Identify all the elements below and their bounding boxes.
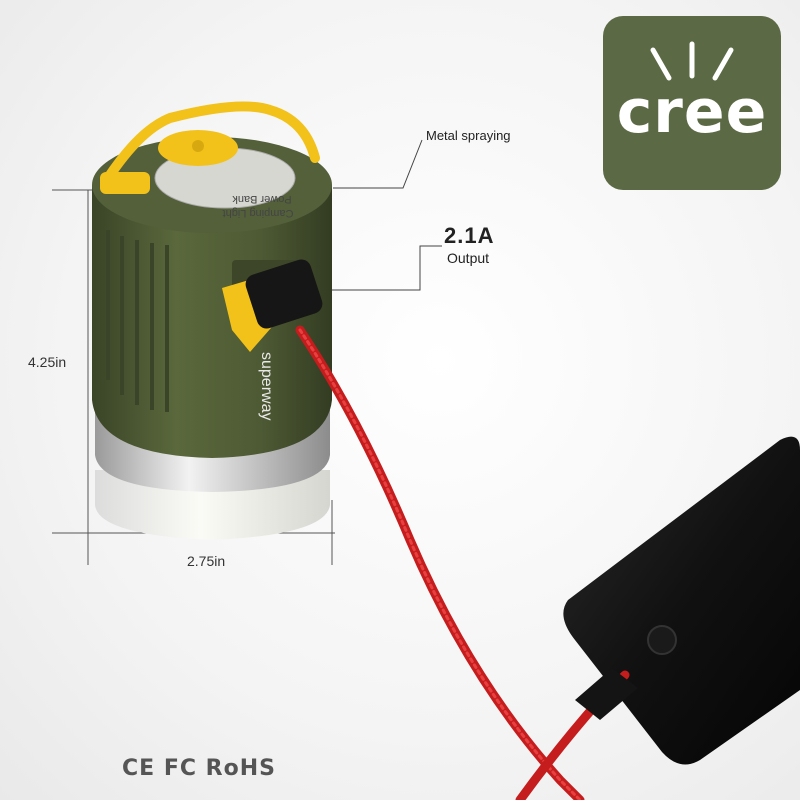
height-dimension-label: 4.25in [28,354,67,370]
body-ribs [106,230,169,412]
output-label: Output [447,250,490,266]
lantern [92,101,332,540]
cree-badge-rays [650,41,734,81]
output-amperage-label: 2.1A [444,223,495,248]
top-label-line1: Power Bank [232,193,292,205]
brand-vertical-text: superway [258,352,275,420]
usb-cable [295,325,638,800]
top-label-line2: Camping Light [223,207,294,219]
certification-marks: CE FC RoHS [122,756,276,781]
width-dimension-label: 2.75in [187,553,226,569]
metal-spraying-label: Metal spraying [426,128,511,143]
callout-lines [320,139,442,291]
cree-logo-text: cree [616,77,768,147]
